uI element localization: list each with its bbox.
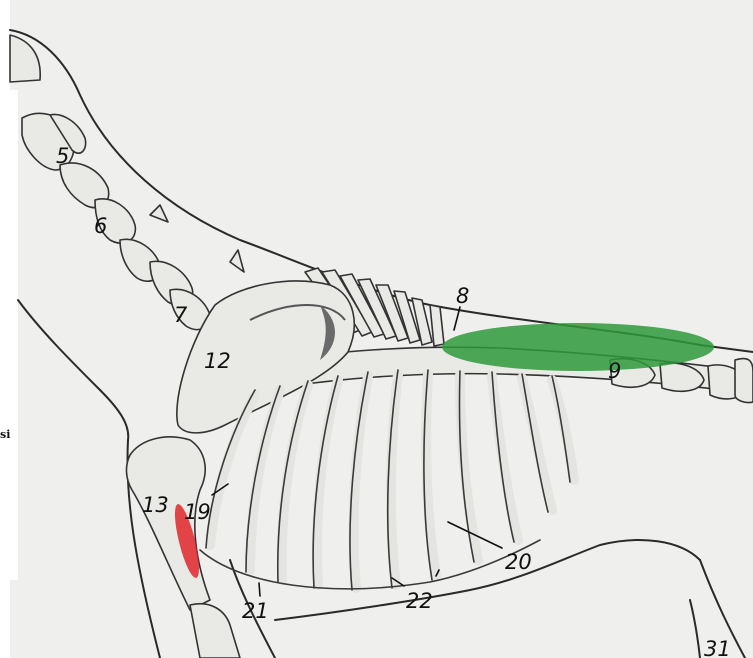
label-9: 9 <box>608 359 621 383</box>
side-text-fragment: si <box>0 428 10 441</box>
label-31: 31 <box>704 637 731 658</box>
label-8: 8 <box>456 284 469 308</box>
label-7: 7 <box>174 303 188 327</box>
green-highlight-region <box>442 323 714 371</box>
label-6: 6 <box>94 214 107 238</box>
label-12: 12 <box>204 349 231 373</box>
label-19: 19 <box>184 500 211 524</box>
label-13: 13 <box>142 493 169 517</box>
skull-fragment <box>10 35 40 82</box>
label-20: 20 <box>505 550 532 574</box>
belly-outline <box>275 540 700 620</box>
throat-outline <box>18 300 128 440</box>
radius <box>190 604 240 658</box>
label-22: 22 <box>406 589 433 613</box>
label-21: 21 <box>242 599 269 623</box>
hind-leg-outline <box>690 600 700 658</box>
left-margin-inset <box>0 90 18 580</box>
label-5: 5 <box>56 144 69 168</box>
